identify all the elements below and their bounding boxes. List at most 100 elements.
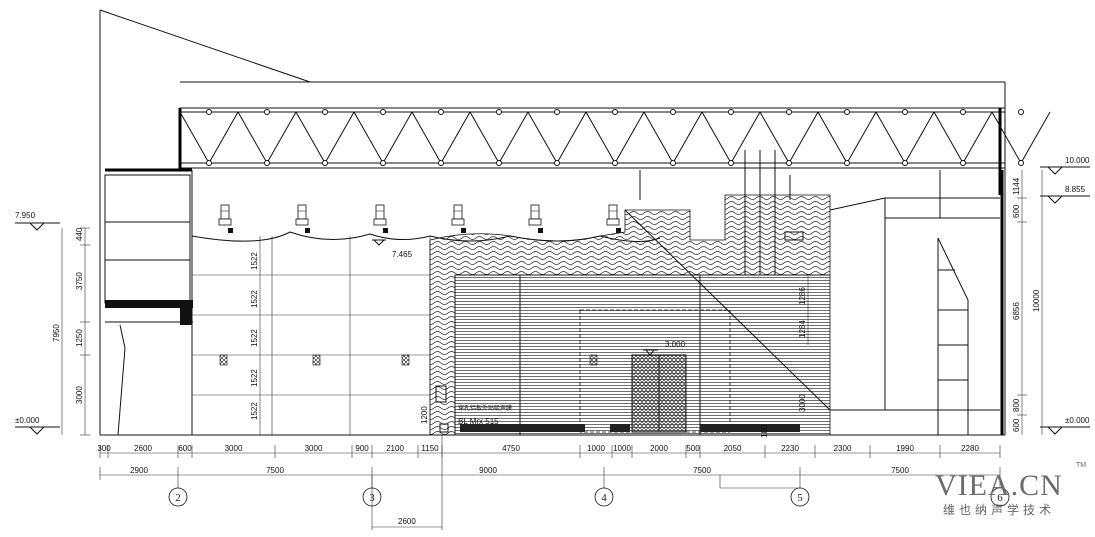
axis-bubble <box>594 487 614 507</box>
panel-dim: 1522 <box>250 402 259 420</box>
vent-grille <box>219 354 228 366</box>
truss-member <box>440 111 471 164</box>
truss-node <box>844 109 850 115</box>
truss-member <box>324 111 355 164</box>
dim-left-3750: 3750 <box>75 272 84 290</box>
truss-node <box>670 109 676 115</box>
truss-node <box>902 160 908 166</box>
elevation-markers: 7.950 ±0.000 10.000 8.855 ±0.000 7.465 3… <box>15 156 1090 435</box>
truss-node <box>786 160 792 166</box>
truss-member <box>759 111 790 164</box>
bottom-dim-label: 2600 <box>134 444 152 453</box>
dim-left-440: 440 <box>75 227 84 241</box>
bottom-dim-label: 3000 <box>305 444 323 453</box>
truss-member <box>991 111 1022 164</box>
truss-member <box>411 111 442 164</box>
stage-light-icon <box>606 204 621 233</box>
bottom-dim-label: 7500 <box>693 466 711 475</box>
vent-grille <box>312 354 321 366</box>
stage-dim-1284: 1284 <box>798 320 807 338</box>
truss-member <box>295 111 326 164</box>
watermark-brand: VIEA.CN <box>935 469 1063 502</box>
elev-right-0: ±0.000 <box>1065 416 1090 425</box>
axis-label: 2 <box>175 492 181 504</box>
dim-1200: 1200 <box>420 406 429 424</box>
bottom-dim-label: 2050 <box>724 444 742 453</box>
note-line2: BL Mrx 515 <box>458 417 499 426</box>
roof-truss <box>178 107 1051 195</box>
dim-right-600b: 600 <box>1012 418 1021 432</box>
note-line1: 穿孔铝板外贴吸声膜 <box>458 404 512 412</box>
truss-member <box>904 111 935 164</box>
truss-member <box>672 111 703 164</box>
watermark-subtitle: 维也纳声学技术 <box>943 502 1055 517</box>
truss-member <box>527 111 558 164</box>
truss-member <box>382 111 413 164</box>
bottom-dim-label: 300 <box>97 444 111 453</box>
panel-dim: 1522 <box>250 252 259 270</box>
bottom-dim-label: 7500 <box>266 466 284 475</box>
truss-node <box>960 109 966 115</box>
ceiling-point-elev: 7.465 <box>392 250 413 259</box>
truss-node <box>554 109 560 115</box>
axis-bubble <box>168 487 188 507</box>
bottom-dim-label: 600 <box>178 444 192 453</box>
material-notes: 穿孔铝板外贴吸声膜 BL Mrx 515 <box>458 404 512 426</box>
dim-right-800: 800 <box>1012 398 1021 412</box>
stage-light-icon <box>451 204 466 233</box>
bottom-dim-label: 500 <box>686 444 700 453</box>
truss-member <box>208 111 239 164</box>
rigging <box>639 150 804 275</box>
stage-lights <box>218 204 621 233</box>
bottom-dim-label: 9000 <box>479 466 497 475</box>
elev-right-8855: 8.855 <box>1065 185 1086 194</box>
truss-member <box>817 111 848 164</box>
bottom-dim-label: 2300 <box>834 444 852 453</box>
extra-dim-2600: 2600 <box>398 517 416 526</box>
truss-member <box>1020 111 1051 164</box>
bottom-dim-label: 900 <box>355 444 369 453</box>
stage-light-icon <box>528 204 543 233</box>
dim-left-1250: 1250 <box>75 329 84 347</box>
vent-grille <box>401 354 410 366</box>
truss-member <box>179 111 210 164</box>
truss-node <box>612 109 618 115</box>
watermark: VIEA.CN TM 维也纳声学技术 <box>935 462 1086 517</box>
axis-label: 5 <box>797 492 803 504</box>
dim-left-3000: 3000 <box>75 386 84 404</box>
truss-node <box>322 109 328 115</box>
truss-member <box>933 111 964 164</box>
panel-dimensions: 1522 1522 1522 1522 1522 1200 <box>250 236 449 435</box>
truss-node <box>264 109 270 115</box>
panel-dim: 1522 <box>250 329 259 347</box>
axis-label: 6 <box>997 492 1003 504</box>
bottom-dim-label: 4750 <box>502 444 520 453</box>
dim-right-1144: 1144 <box>1012 177 1021 195</box>
truss-node <box>728 160 734 166</box>
truss-node <box>438 109 444 115</box>
truss-node <box>612 160 618 166</box>
bottom-dim-label: 2230 <box>781 444 799 453</box>
stage-dimensions: 1286 1284 3000 180 <box>760 275 809 438</box>
stage-light-icon <box>218 204 233 233</box>
truss-member <box>614 111 645 164</box>
truss-node <box>960 160 966 166</box>
truss-node <box>322 160 328 166</box>
door-height-dim: 3000 <box>798 394 807 412</box>
truss-node <box>786 109 792 115</box>
dim-left-total: 7950 <box>52 324 61 342</box>
extra-dimension: 2600 <box>371 435 800 530</box>
bottom-dim-label: 1990 <box>896 444 914 453</box>
truss-member <box>962 111 993 164</box>
truss-member <box>585 111 616 164</box>
right-dimension-chain: 1144 600 6856 800 600 10000 <box>1012 170 1043 435</box>
dim-180: 180 <box>760 424 769 438</box>
truss-node <box>1018 109 1024 115</box>
right-wall-section <box>829 170 1004 435</box>
truss-member <box>237 111 268 164</box>
truss-member <box>498 111 529 164</box>
truss-member <box>846 111 877 164</box>
dim-right-total: 10000 <box>1032 289 1041 312</box>
